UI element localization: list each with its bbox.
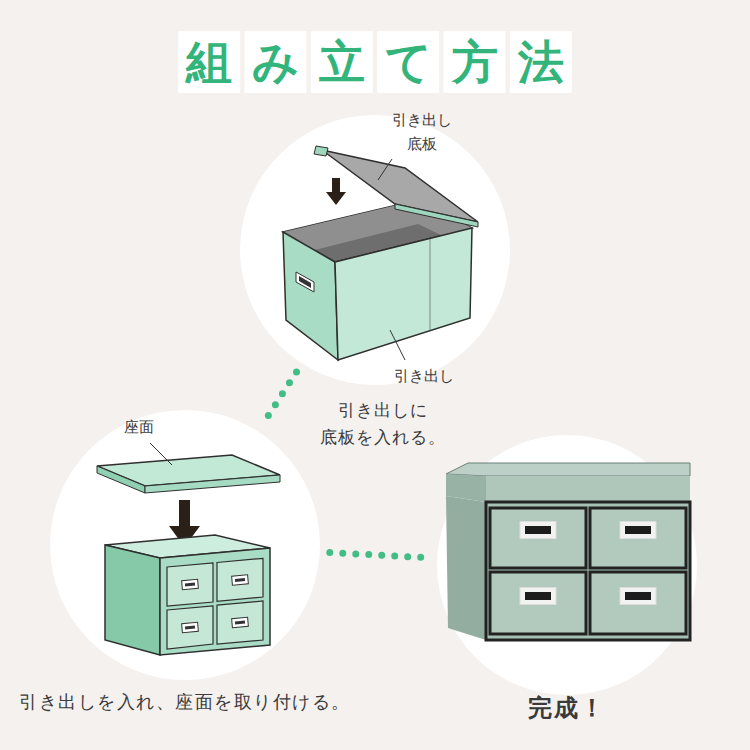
- step-circle: 完成！: [437, 435, 697, 695]
- step-illustration: [446, 463, 690, 640]
- circle-outline: [240, 115, 510, 385]
- circle-ground: [437, 435, 697, 695]
- step-circle: 引き出しを入れ、座面を取り付ける。: [50, 410, 320, 680]
- step-caption: 引き出しを入れ、座面を取り付ける。: [19, 688, 351, 717]
- step-caption: 完成！: [528, 689, 606, 727]
- step-circle: 引き出しに 底板を入れる。: [240, 115, 510, 385]
- step-text: 完成！: [528, 689, 606, 727]
- dotted-connector: [264, 372, 297, 423]
- part-label: 座面: [124, 415, 154, 439]
- part-label: 引き出し: [394, 364, 454, 388]
- page-title: 組み立て方法: [166, 39, 584, 85]
- circle-outline: [50, 410, 320, 680]
- circle-ground: [240, 115, 510, 385]
- step-illustration: [283, 146, 478, 360]
- circle-outline: [437, 435, 697, 695]
- part-label: 引き出し 底板: [384, 108, 459, 156]
- step-illustration: [97, 443, 280, 655]
- circle-ground: [50, 410, 320, 680]
- step-text: 引き出しを入れ、座面を取り付ける。: [19, 688, 351, 717]
- step-caption: 引き出しに 底板を入れる。: [315, 397, 451, 451]
- dotted-connector: [330, 553, 427, 558]
- step-text: 引き出しに 底板を入れる。: [315, 397, 451, 451]
